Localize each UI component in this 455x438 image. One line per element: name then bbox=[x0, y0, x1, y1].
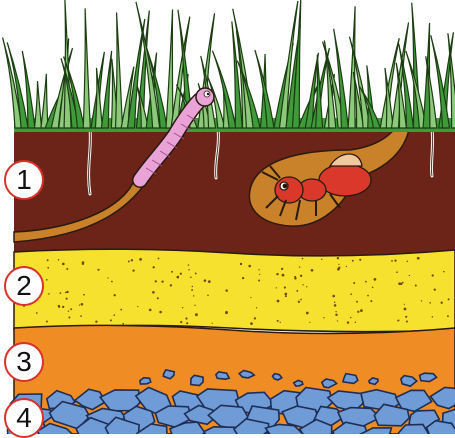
layer-2-badge: 2 bbox=[4, 266, 44, 306]
layer-4-badge: 4 bbox=[4, 398, 44, 438]
layer-3-badge: 3 bbox=[4, 342, 44, 382]
layer-1-badge: 1 bbox=[4, 160, 44, 200]
subsoil-layer bbox=[14, 249, 455, 331]
